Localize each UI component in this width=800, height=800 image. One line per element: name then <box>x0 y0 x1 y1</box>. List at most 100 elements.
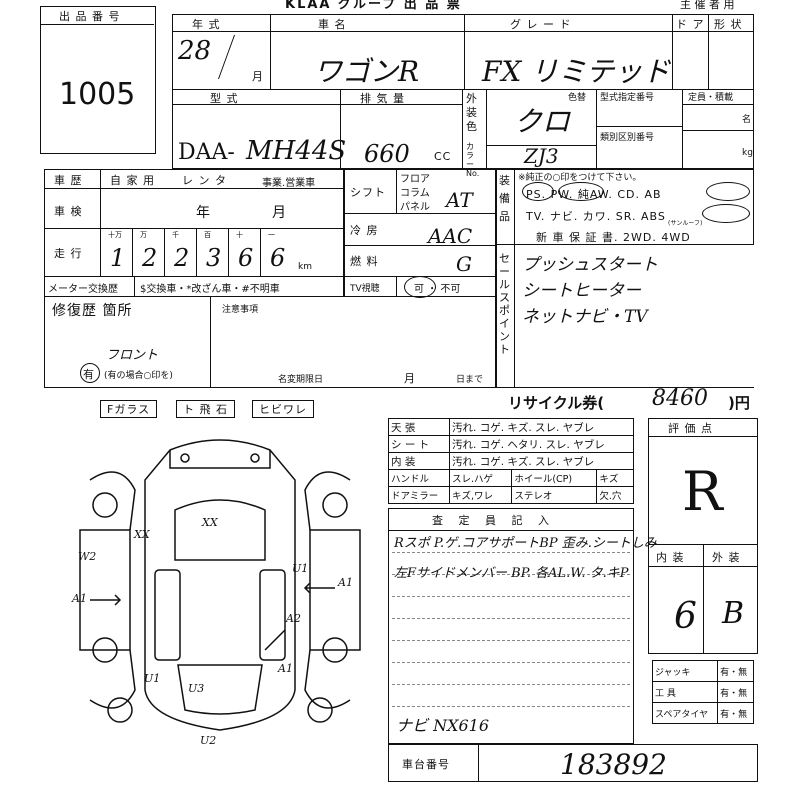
fuel-value: G <box>456 252 472 276</box>
model-block <box>172 89 754 169</box>
tv-option-circle <box>404 276 436 298</box>
sales-point: プッシュスタート <box>522 255 658 275</box>
tool-value: 有・無 <box>717 702 754 724</box>
glass-label: ヒビワレ <box>252 400 314 418</box>
wheel-value: キズ <box>596 469 634 487</box>
mileage-digit-label: 十 <box>236 231 243 239</box>
damage-mark: U1 <box>144 672 160 685</box>
tool-value: 有・無 <box>717 660 754 682</box>
mileage-digit-label: 十万 <box>108 231 122 239</box>
inspection-label: 車 検 <box>54 205 83 218</box>
tool-label: 工 具 <box>651 681 719 703</box>
inspector-ruled-line <box>392 662 630 663</box>
tool-label: ジャッキ <box>651 660 719 682</box>
name-label: 車 名 <box>318 18 347 31</box>
wheel-label: ホイール(CP) <box>511 469 598 487</box>
interior-score-label: 内 装 <box>656 551 685 564</box>
mileage-divider <box>164 228 165 276</box>
displacement-label: 排 気 量 <box>360 92 405 105</box>
mileage-label: 走 行 <box>54 247 83 260</box>
interior-score: 6 <box>674 596 697 637</box>
inspector-line: Rスポ P.ゲ.コアサポートBP 歪み.シートしみ <box>394 536 657 551</box>
inspector-ruled-line <box>392 684 630 685</box>
tool-label: スペアタイヤ <box>651 702 719 724</box>
exterior-score: B <box>722 596 745 631</box>
year-label: 年 式 <box>192 18 221 31</box>
lot-number: 1005 <box>59 77 136 112</box>
inspector-ruled-line <box>392 640 630 641</box>
ps-circle <box>522 182 554 201</box>
equipment-block <box>496 169 754 245</box>
inspection-year-unit: 年 <box>196 205 211 221</box>
name-change-label: 名変期限日 <box>278 375 324 385</box>
inspector-line: 左Fサイドメンバー BP. 各AL.W. タ.キP <box>394 566 629 581</box>
damage-mark: U2 <box>200 734 216 747</box>
stereo-options: 欠.穴 <box>596 486 634 504</box>
mileage-digit-label: 万 <box>140 231 147 239</box>
damage-mark: A1 <box>71 592 87 605</box>
shift-label: シフト <box>350 186 386 199</box>
grade-value: FX リミテッド <box>482 55 671 88</box>
tool-row: 工 具有・無 <box>651 681 754 703</box>
business-use-label: 事業.営業車 <box>262 178 316 189</box>
equipment-note: ※純正の○印をつけて下さい。 <box>518 173 642 183</box>
repair-block <box>44 296 496 388</box>
sponsor-label: 主 催 者 用 <box>680 0 735 11</box>
model-label: 型 式 <box>210 92 239 105</box>
recycle-amount: 8460 <box>652 386 708 411</box>
year-month-unit: 月 <box>252 70 264 83</box>
repair-note: (有の場合○印を) <box>104 371 173 381</box>
shift-option: コラム <box>400 188 430 199</box>
inspector-block <box>388 508 634 744</box>
equipment-row3: 新 車 保 証 書. 2WD. 4WD <box>536 231 691 244</box>
shift-option: パネル <box>400 202 430 213</box>
inspector-ruled-line <box>392 552 630 553</box>
glass-label: Fガラス <box>100 400 158 418</box>
interior-row: 内 装汚れ. コゲ. キズ. スレ. ヤブレ <box>387 452 634 470</box>
interior-row: シ ー ト汚れ. コゲ. ヘタリ. スレ. ヤブレ <box>387 435 634 453</box>
notes-label: 注意事項 <box>222 305 259 315</box>
damage-mark: U3 <box>188 682 204 695</box>
sales-point: ネットナビ・TV <box>522 307 648 327</box>
damage-mark: U1 <box>292 562 308 575</box>
mileage-divider <box>228 228 229 276</box>
chassis-number: 183892 <box>560 748 667 781</box>
mileage-digit: 6 <box>238 244 254 272</box>
damage-mark: W2 <box>78 550 96 563</box>
door-label: ド ア <box>676 18 705 31</box>
damage-mark: XX <box>133 528 151 541</box>
mileage-digit-label: 千 <box>172 231 179 239</box>
equipment-label: 装備品 <box>499 174 511 223</box>
damage-mark: A1 <box>277 662 293 675</box>
tool-value: 有・無 <box>717 681 754 703</box>
mirror-label: ドアミラー <box>387 486 451 504</box>
lot-number-box: 出 品 番 号 1005 <box>40 6 156 154</box>
repair-handwritten: フロント <box>106 348 159 363</box>
interior-row: 天 張汚れ. コゲ. キズ. スレ. ヤブレ <box>387 418 634 436</box>
tool-row: スペアタイヤ有・無 <box>651 702 754 724</box>
interior-row-label: 内 装 <box>387 452 451 470</box>
year-value: 28 <box>178 36 212 66</box>
inspector-ruled-line <box>392 596 630 597</box>
sales-points-label: セールスポイント <box>499 252 511 356</box>
repair-flag: 有 <box>83 368 95 381</box>
color-no-label: カラーNo. <box>466 142 480 178</box>
shift-option: フロア <box>400 174 430 185</box>
chassis-block <box>388 744 758 782</box>
interior-row-options: 汚れ. コゲ. キズ. スレ. ヤブレ <box>449 418 634 436</box>
sales-points-block <box>496 244 754 388</box>
interior-row-label: 天 張 <box>387 418 451 436</box>
cc-unit: CC <box>434 150 452 163</box>
vehicle-name: ワゴンR <box>314 55 420 88</box>
name-change-day: 日まで <box>456 375 484 385</box>
body-label: 形 状 <box>714 18 743 31</box>
mileage-divider <box>100 228 101 276</box>
capacity-label: 定員・積載 <box>688 93 734 103</box>
mileage-digit: 2 <box>174 244 190 272</box>
mileage-digit-label: 一 <box>268 231 275 239</box>
equipment-row2: TV. ナビ. カワ. SR. ABS <box>526 210 666 223</box>
tool-row: ジャッキ有・無 <box>651 660 754 682</box>
damage-mark: A1 <box>337 576 353 589</box>
rental-label: レ ン タ <box>182 174 227 187</box>
